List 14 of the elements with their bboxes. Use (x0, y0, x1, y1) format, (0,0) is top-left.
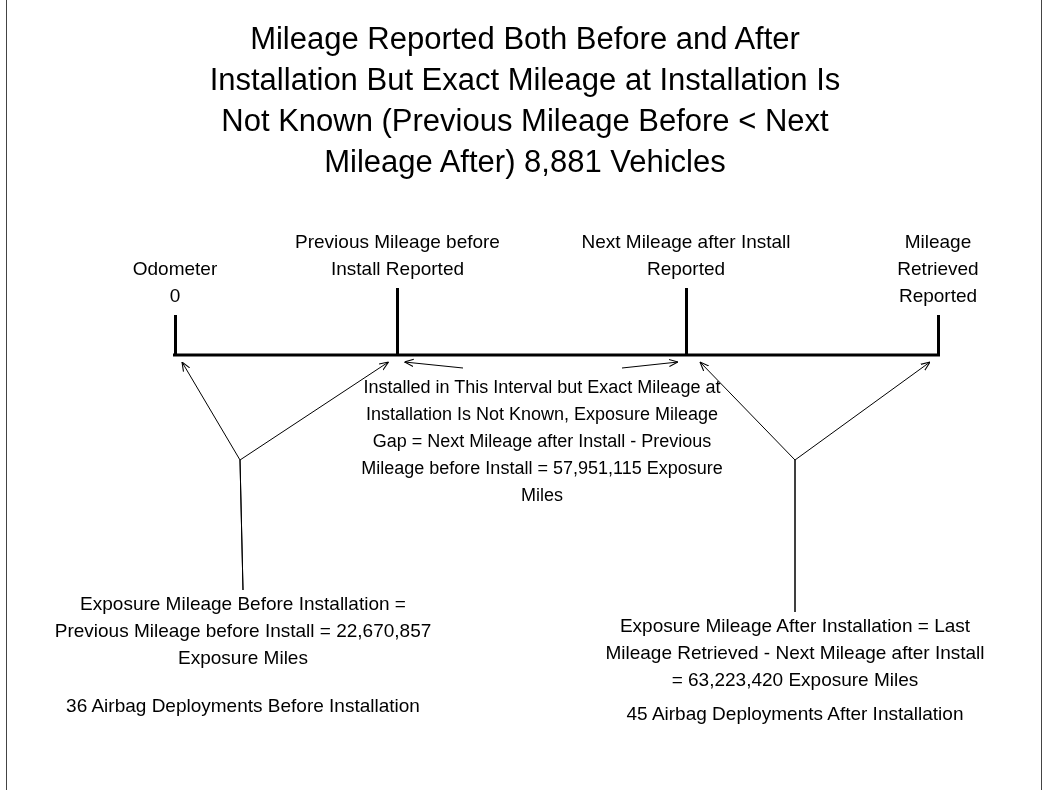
deployment-note: 36 Airbag Deployments Before Installation (66, 694, 420, 718)
arrow (621, 358, 679, 369)
arrow (239, 361, 390, 591)
point-label: Odometer 0 (131, 257, 219, 308)
explanation-text: Exposure Mileage Before Installation = Previous Mileage before Install = 22,670,857 Exposure Miles (53, 592, 433, 670)
diagram-title: Mileage Reported Both Before and After Installation But Exact Mileage at Installation Is Not Known (Previous Mileage Before < Next Mileage After) 8,881 Vehicles (208, 20, 842, 181)
arrow (403, 358, 464, 369)
point-label: Next Mileage after Install Reported (580, 230, 792, 281)
explanation-text: Exposure Mileage After Installation = Last Mileage Retrieved - Next Mileage after Install = 63,223,420 Exposure Miles (604, 614, 986, 692)
point-label: Previous Mileage before Install Reported (294, 230, 501, 281)
point-label: Mileage Retrieved Reported (896, 230, 980, 308)
deployment-note: 45 Airbag Deployments After Installation (626, 702, 964, 726)
explanation-text: Installed in This Interval but Exact Mileage at Installation Is Not Known, Exposure Mileage Gap = Next Mileage after Install - Previous Mileage before Install = 57,951,115 Exposure Miles (360, 376, 724, 507)
arrow (794, 361, 931, 613)
